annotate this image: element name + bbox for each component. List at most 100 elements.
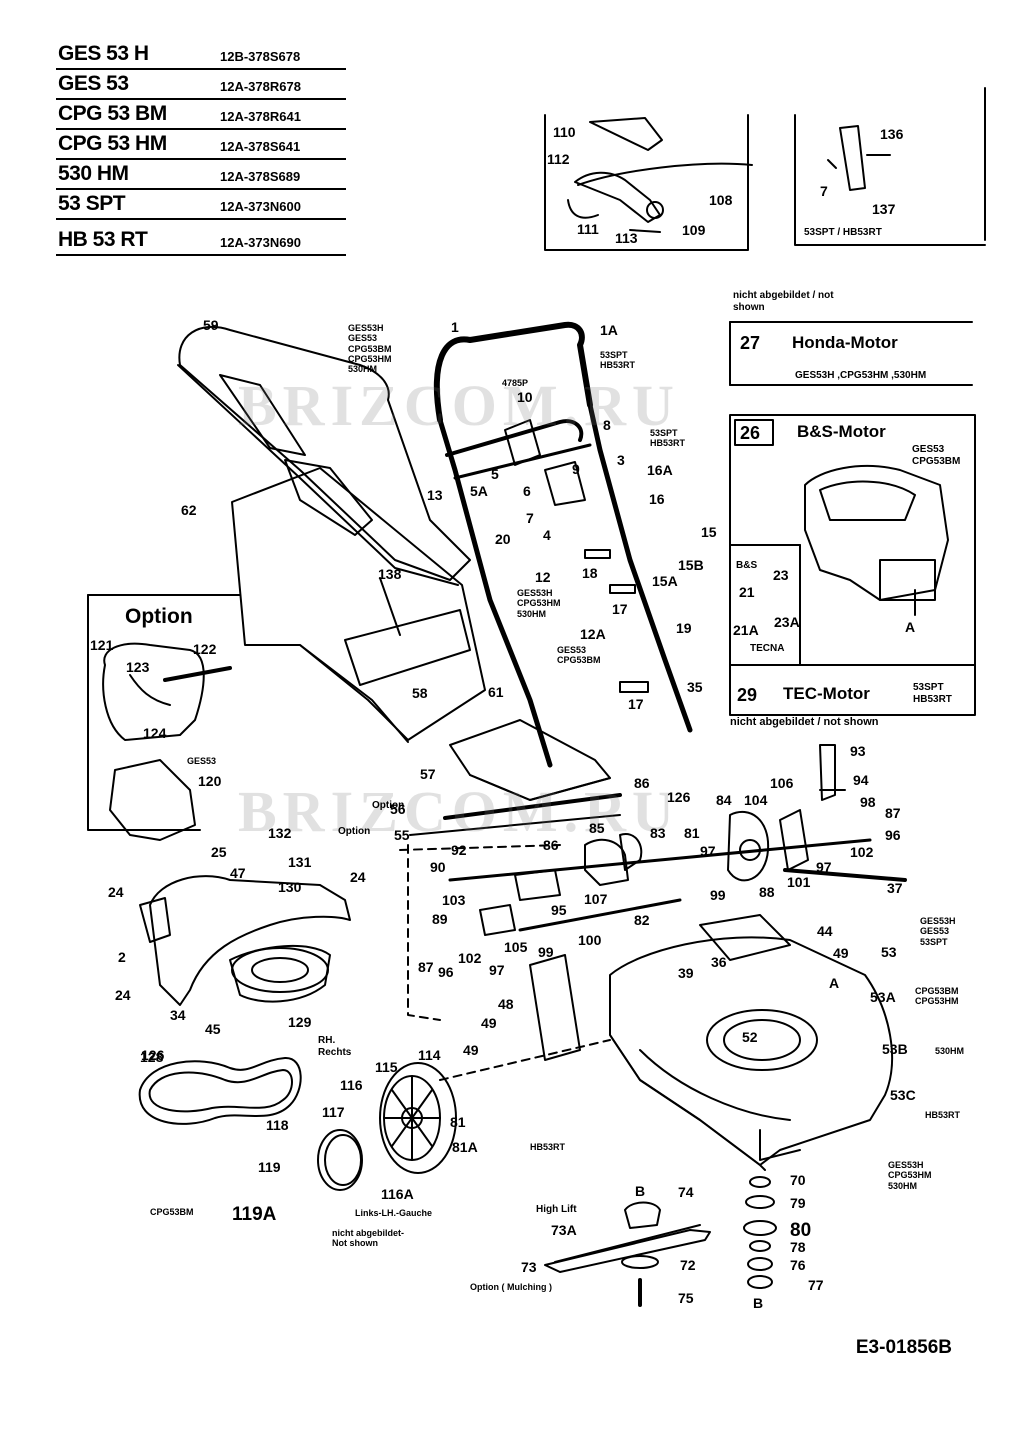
part-number-label: 107 — [584, 891, 608, 907]
note-53b: 530HM — [935, 1046, 965, 1056]
part-number-label: 24 — [115, 987, 131, 1003]
drive-gearbox-illustration — [448, 744, 907, 936]
part-number-label: 5A — [470, 483, 488, 499]
part-number-label: 96 — [438, 964, 454, 980]
part-number-label: 97 — [816, 859, 832, 875]
part-number-label: 99 — [710, 887, 726, 903]
not-shown-note: nicht abgebildet / not shown — [733, 290, 834, 313]
part-number-label: 105 — [504, 939, 528, 955]
part-number-label: 53B — [882, 1041, 908, 1057]
handle-illustration — [433, 321, 693, 768]
part-number-label: 2 — [118, 949, 126, 965]
part-number-label: 76 — [790, 1257, 806, 1273]
part-number-label: 19 — [676, 620, 692, 636]
part-number-label: 126 — [141, 1047, 165, 1063]
part-number-label: 21 — [739, 584, 755, 600]
part-number-label: 79 — [790, 1195, 806, 1211]
bs-motor-title: B&S-Motor — [797, 422, 886, 441]
part-number-label: 48 — [498, 996, 514, 1012]
part-number-label: 112 — [547, 151, 570, 167]
part-number-label: 59 — [203, 317, 219, 333]
part-number-label: B — [635, 1183, 646, 1199]
part-number-label: 86 — [634, 775, 650, 791]
part-number-label: 57 — [420, 766, 436, 782]
part-number-label: 96 — [885, 827, 901, 843]
part-number-label: 53A — [870, 989, 896, 1005]
tec-models: 53SPT HB53RT — [913, 682, 952, 705]
part-number-label: 118 — [266, 1117, 289, 1133]
model-code: 12A-378S641 — [220, 139, 301, 154]
note-81a: HB53RT — [530, 1142, 566, 1152]
part-number-label: 16 — [649, 491, 665, 507]
drawing-code: E3-01856B — [855, 1337, 952, 1358]
part-number-label: 55 — [394, 827, 410, 843]
part-number-label: 61 — [488, 684, 504, 700]
part-number-label: 132 — [268, 825, 292, 841]
part-number-label: 18 — [582, 565, 598, 581]
part-number-label: 117 — [322, 1104, 345, 1120]
model-code: 12A-378S689 — [220, 169, 301, 184]
part-number-label: 12A — [580, 626, 606, 642]
part-number-label: 98 — [860, 794, 876, 810]
part-number-label: 106 — [770, 775, 794, 791]
model-name: GES 53 — [58, 72, 129, 95]
part-number-label: 119A — [232, 1204, 277, 1225]
part-number-label: 4 — [543, 527, 551, 543]
part-number-label: 6 — [523, 483, 531, 499]
part-number-label: 5 — [491, 466, 499, 482]
bs-models: GES53 CPG53BM — [912, 444, 961, 467]
spt-inset-caption: 53SPT / HB53RT — [804, 227, 882, 238]
part-number-label: 95 — [551, 902, 567, 918]
part-number-label: 88 — [759, 884, 775, 900]
honda-models: GES53H ,CPG53HM ,530HM — [795, 370, 927, 381]
dashed-guide-lines — [399, 844, 611, 1081]
part-number-label: 49 — [481, 1015, 497, 1031]
part-number-label: 47 — [230, 865, 246, 881]
model-name: GES 53 H — [58, 42, 149, 65]
model-code: 12A-373N600 — [220, 199, 301, 214]
part-number-label: 77 — [808, 1277, 824, 1293]
part-number-label: 130 — [278, 879, 302, 895]
part-number-label: 74 — [678, 1184, 694, 1200]
part-number-label: 37 — [887, 880, 903, 896]
part-number-label: 126 — [667, 789, 691, 805]
part-number-label: 20 — [495, 531, 511, 547]
note-not-shown-small: nicht abgebildet- Not shown — [332, 1228, 404, 1249]
part-number-label: 89 — [432, 911, 448, 927]
part-number-label: 83 — [650, 825, 666, 841]
part-number-label: 131 — [288, 854, 312, 870]
part-number-label: 15 — [701, 524, 717, 540]
note-option-mulching: Option ( Mulching ) — [470, 1282, 552, 1292]
model-name: CPG 53 HM — [58, 132, 167, 155]
part-number-label: 87 — [418, 959, 434, 975]
part-number-label: 23 — [773, 567, 789, 583]
part-number-label: 45 — [205, 1021, 221, 1037]
part-number-label: 73 — [521, 1259, 537, 1275]
model-name: 530 HM — [58, 162, 129, 185]
part-number-label: 99 — [538, 944, 554, 960]
part-number-label: 129 — [288, 1014, 312, 1030]
note-53c: HB53RT — [925, 1110, 961, 1120]
part-number-label: 58 — [412, 685, 428, 701]
wheel-illustration — [317, 1062, 457, 1191]
part-number-label: 110 — [553, 124, 576, 140]
part-number-label: 97 — [489, 962, 505, 978]
part-number-label: 121 — [90, 637, 114, 653]
part-number-label: 122 — [193, 641, 217, 657]
part-number-label: 78 — [790, 1239, 806, 1255]
part-number-label: 36 — [711, 954, 727, 970]
part-number-label: 114 — [418, 1047, 441, 1063]
part-number-label: 62 — [181, 502, 197, 518]
engine-num-honda: 27 — [740, 333, 761, 353]
part-number-label: 12 — [535, 569, 551, 585]
part-number-label: 52 — [742, 1029, 758, 1045]
part-number-label: 80 — [790, 1220, 812, 1241]
model-code: 12A-373N690 — [220, 235, 301, 250]
part-number-label: 49 — [833, 945, 849, 961]
part-number-label: 53C — [890, 1087, 916, 1103]
part-number-label: 10 — [517, 389, 533, 405]
part-number-label: 21A — [733, 622, 759, 638]
